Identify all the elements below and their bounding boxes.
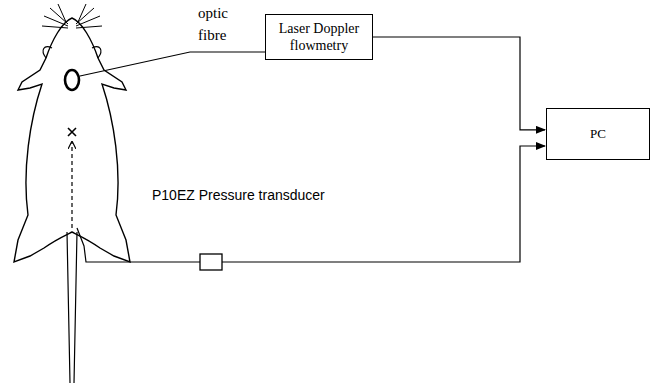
- fibre-label: optic fibre: [198, 2, 238, 46]
- pressure-line: [77, 228, 200, 262]
- box-text: Laser Doppler flowmetry: [274, 20, 364, 54]
- catheter-tip: [68, 128, 76, 136]
- instrument-box: Laser Doppler flowmetry: [265, 14, 373, 60]
- catheter-path: [71, 142, 72, 228]
- rat-ear: [92, 47, 101, 58]
- transducer-symbol: [200, 254, 222, 270]
- signal-arrow: [373, 37, 545, 130]
- optic-fibre-line: [80, 52, 265, 76]
- pressure-line: [222, 146, 545, 262]
- box-text: PC: [590, 126, 606, 142]
- probe-site: [65, 70, 79, 90]
- rat-tail: [67, 232, 77, 383]
- rat-whiskers: [42, 4, 102, 28]
- computer-box: PC: [546, 108, 650, 160]
- rat-body: [14, 18, 130, 262]
- rat-ear: [43, 47, 52, 58]
- transducer-label: P10EZ Pressure transducer: [152, 186, 412, 204]
